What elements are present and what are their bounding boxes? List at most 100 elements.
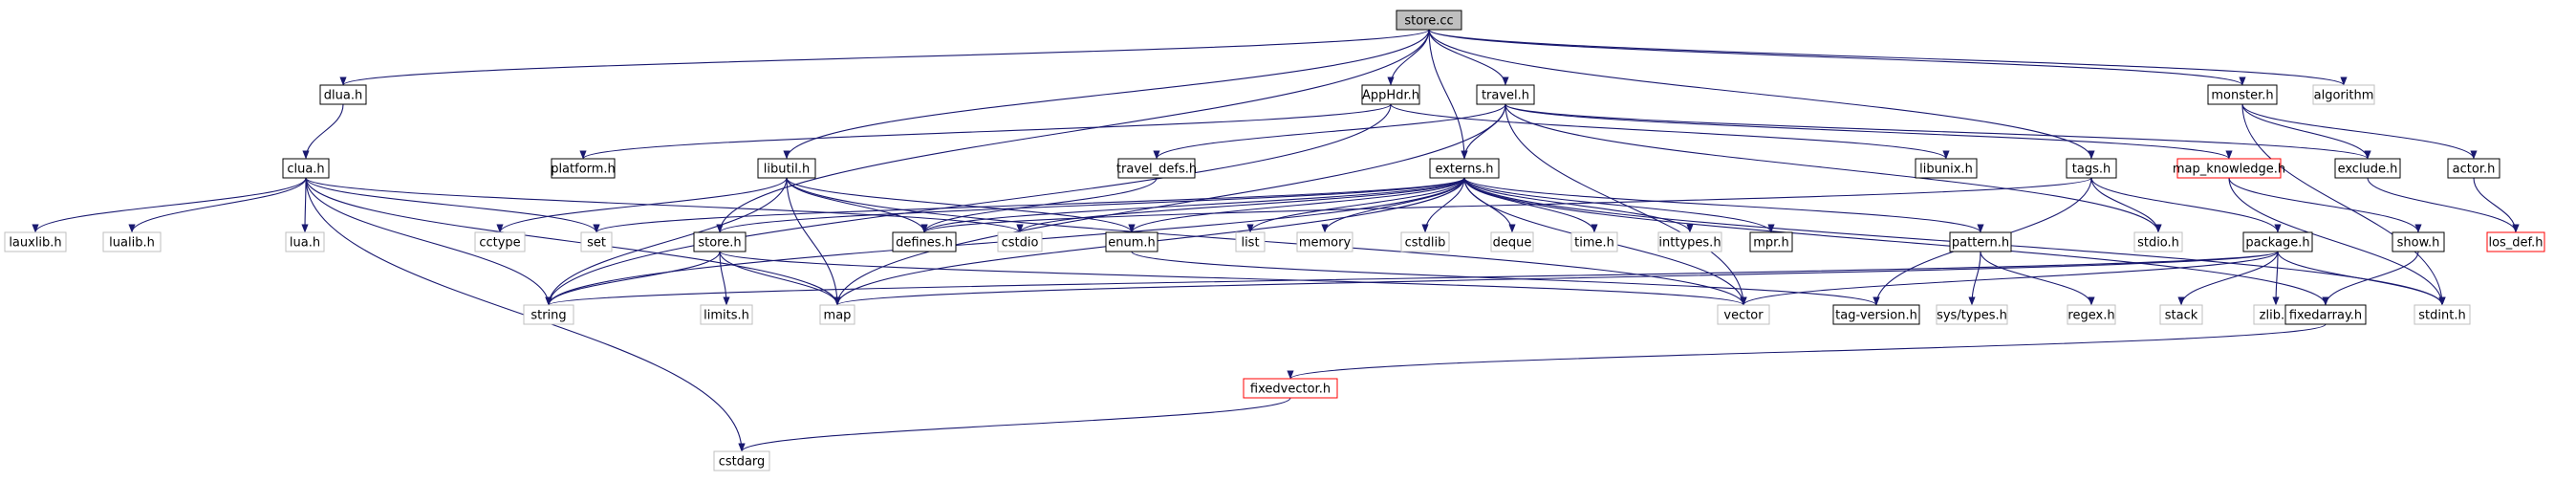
node-monster-h[interactable]: monster.h (2207, 84, 2278, 105)
node-dlua-h[interactable]: dlua.h (319, 84, 367, 105)
node-lualib-h: lualib.h (102, 231, 162, 252)
node-box (1490, 231, 1534, 252)
node-cctype: cctype (474, 231, 526, 252)
node-label: store.cc (1404, 14, 1453, 29)
edge-store-cc-to-algorithm (1428, 29, 2348, 86)
edge-fixedarray-h-to-fixedvector-h (1287, 323, 2327, 380)
node-store-h[interactable]: store.h (693, 231, 747, 252)
edge-libutil-h-to-enum-h (786, 177, 1136, 233)
node-apphdr-h[interactable]: AppHdr.h (1361, 84, 1420, 105)
node-list: list (1235, 231, 1266, 252)
edge-package-h-to-zlib-h (2272, 251, 2280, 306)
node-box (819, 304, 855, 325)
edge-fixedvector-h-to-cstdarg (738, 397, 1291, 452)
edge-travel-h-to-exclude-h (1504, 103, 2371, 160)
node-box (2392, 231, 2445, 252)
node-show-h[interactable]: show.h (2392, 231, 2445, 252)
node-label: tag-version.h (1835, 309, 1917, 323)
edge-store-h-to-vector (719, 251, 1747, 306)
edge-externs-h-to-cstdio (1016, 177, 1465, 233)
edge-externs-h-to-pattern-h (1463, 177, 1984, 233)
node-clua-h[interactable]: clua.h (282, 158, 330, 179)
edge-store-cc-to-travel-h (1428, 29, 1509, 86)
node-box (1936, 304, 2008, 325)
node-box (1570, 231, 1618, 252)
node-label: list (1241, 236, 1259, 251)
node-box (1717, 304, 1770, 325)
node-tag-version-h[interactable]: tag-version.h (1832, 304, 1920, 325)
edge-externs-h-to-set (593, 177, 1465, 233)
edge-store-h-to-map (719, 251, 841, 306)
node-store-cc[interactable]: store.cc (1396, 10, 1462, 31)
edge-travel-h-to-vector (1504, 103, 1747, 306)
node-defines-h[interactable]: defines.h (892, 231, 957, 252)
edge-package-h-to-stack (2177, 251, 2279, 306)
edge-monster-h-to-actor-h (2241, 103, 2478, 160)
node-fixedvector-h[interactable]: fixedvector.h (1243, 378, 1338, 399)
node-package-h[interactable]: package.h (2242, 231, 2313, 252)
node-box (2486, 231, 2545, 252)
node-tags-h[interactable]: tags.h (2066, 158, 2117, 179)
node-travel-defs-h[interactable]: travel_defs.h (1116, 158, 1197, 179)
node-box (1749, 231, 1793, 252)
node-box (2176, 158, 2282, 179)
node-label: lua.h (290, 236, 320, 251)
node-box (1429, 158, 1500, 179)
node-label: sys/types.h (1937, 309, 2007, 323)
node-exclude-h[interactable]: exclude.h (2334, 158, 2401, 179)
node-label: time.h (1574, 236, 1614, 251)
node-label: limits.h (704, 309, 749, 323)
node-actor-h[interactable]: actor.h (2447, 158, 2500, 179)
node-los-def-h[interactable]: los_def.h (2486, 231, 2545, 252)
node-label: actor.h (2453, 163, 2496, 177)
edge-externs-h-to-cstdlib (1421, 177, 1465, 233)
node-libunix-h[interactable]: libunix.h (1915, 158, 1978, 179)
node-box (2207, 84, 2278, 105)
node-label: store.h (698, 236, 741, 251)
node-box (2284, 304, 2367, 325)
node-label: show.h (2397, 236, 2440, 251)
node-fixedarray-h[interactable]: fixedarray.h (2284, 304, 2367, 325)
edge-libutil-h-to-cctype (496, 177, 788, 233)
node-vector: vector (1717, 304, 1770, 325)
node-label: lauxlib.h (9, 236, 61, 251)
node-mpr-h[interactable]: mpr.h (1749, 231, 1793, 252)
node-lauxlib-h: lauxlib.h (4, 231, 67, 252)
edge-clua-h-to-string (305, 177, 552, 306)
node-box (1915, 158, 1978, 179)
node-pattern-h[interactable]: pattern.h (1949, 231, 2012, 252)
edge-exclude-h-to-los-def-h (2367, 177, 2520, 233)
node-box (892, 231, 957, 252)
node-map-knowledge-h[interactable]: map_knowledge.h (2173, 158, 2285, 179)
edge-travel-h-to-map-knowledge-h (1504, 103, 2233, 160)
edge-store-cc-to-monster-h (1428, 29, 2246, 86)
node-box (474, 231, 526, 252)
node-algorithm: algorithm (2312, 84, 2375, 105)
edge-package-h-to-string (546, 251, 2279, 306)
edge-externs-h-to-defines-h (920, 177, 1465, 233)
node-box (1396, 10, 1462, 31)
node-platform-h[interactable]: platform.h (551, 158, 616, 179)
node-label: los_def.h (2488, 236, 2543, 251)
node-label: monster.h (2211, 89, 2273, 103)
node-travel-h[interactable]: travel.h (1476, 84, 1535, 105)
edge-store-h-to-string (545, 251, 721, 306)
node-box (580, 231, 613, 252)
edge-map-knowledge-h-to-show-h (2228, 177, 2422, 233)
edge-pattern-h-to-regex-h (1980, 251, 2095, 306)
node-enum-h[interactable]: enum.h (1105, 231, 1158, 252)
node-externs-h[interactable]: externs.h (1429, 158, 1500, 179)
node-box (2334, 158, 2401, 179)
node-libutil-h[interactable]: libutil.h (757, 158, 816, 179)
node-stdio-h: stdio.h (2133, 231, 2183, 252)
node-label: regex.h (2067, 309, 2114, 323)
node-label: cstdlib (1405, 236, 1446, 251)
node-label: libunix.h (1919, 163, 1973, 177)
edge-travel-h-to-externs-h (1461, 103, 1506, 160)
edge-map-knowledge-h-to-stdint-h (2228, 177, 2446, 306)
edge-clua-h-to-set (305, 177, 600, 233)
node-box (282, 158, 330, 179)
edge-libutil-h-to-map (786, 177, 841, 306)
edge-apphdr-h-to-platform-h (579, 103, 1392, 160)
